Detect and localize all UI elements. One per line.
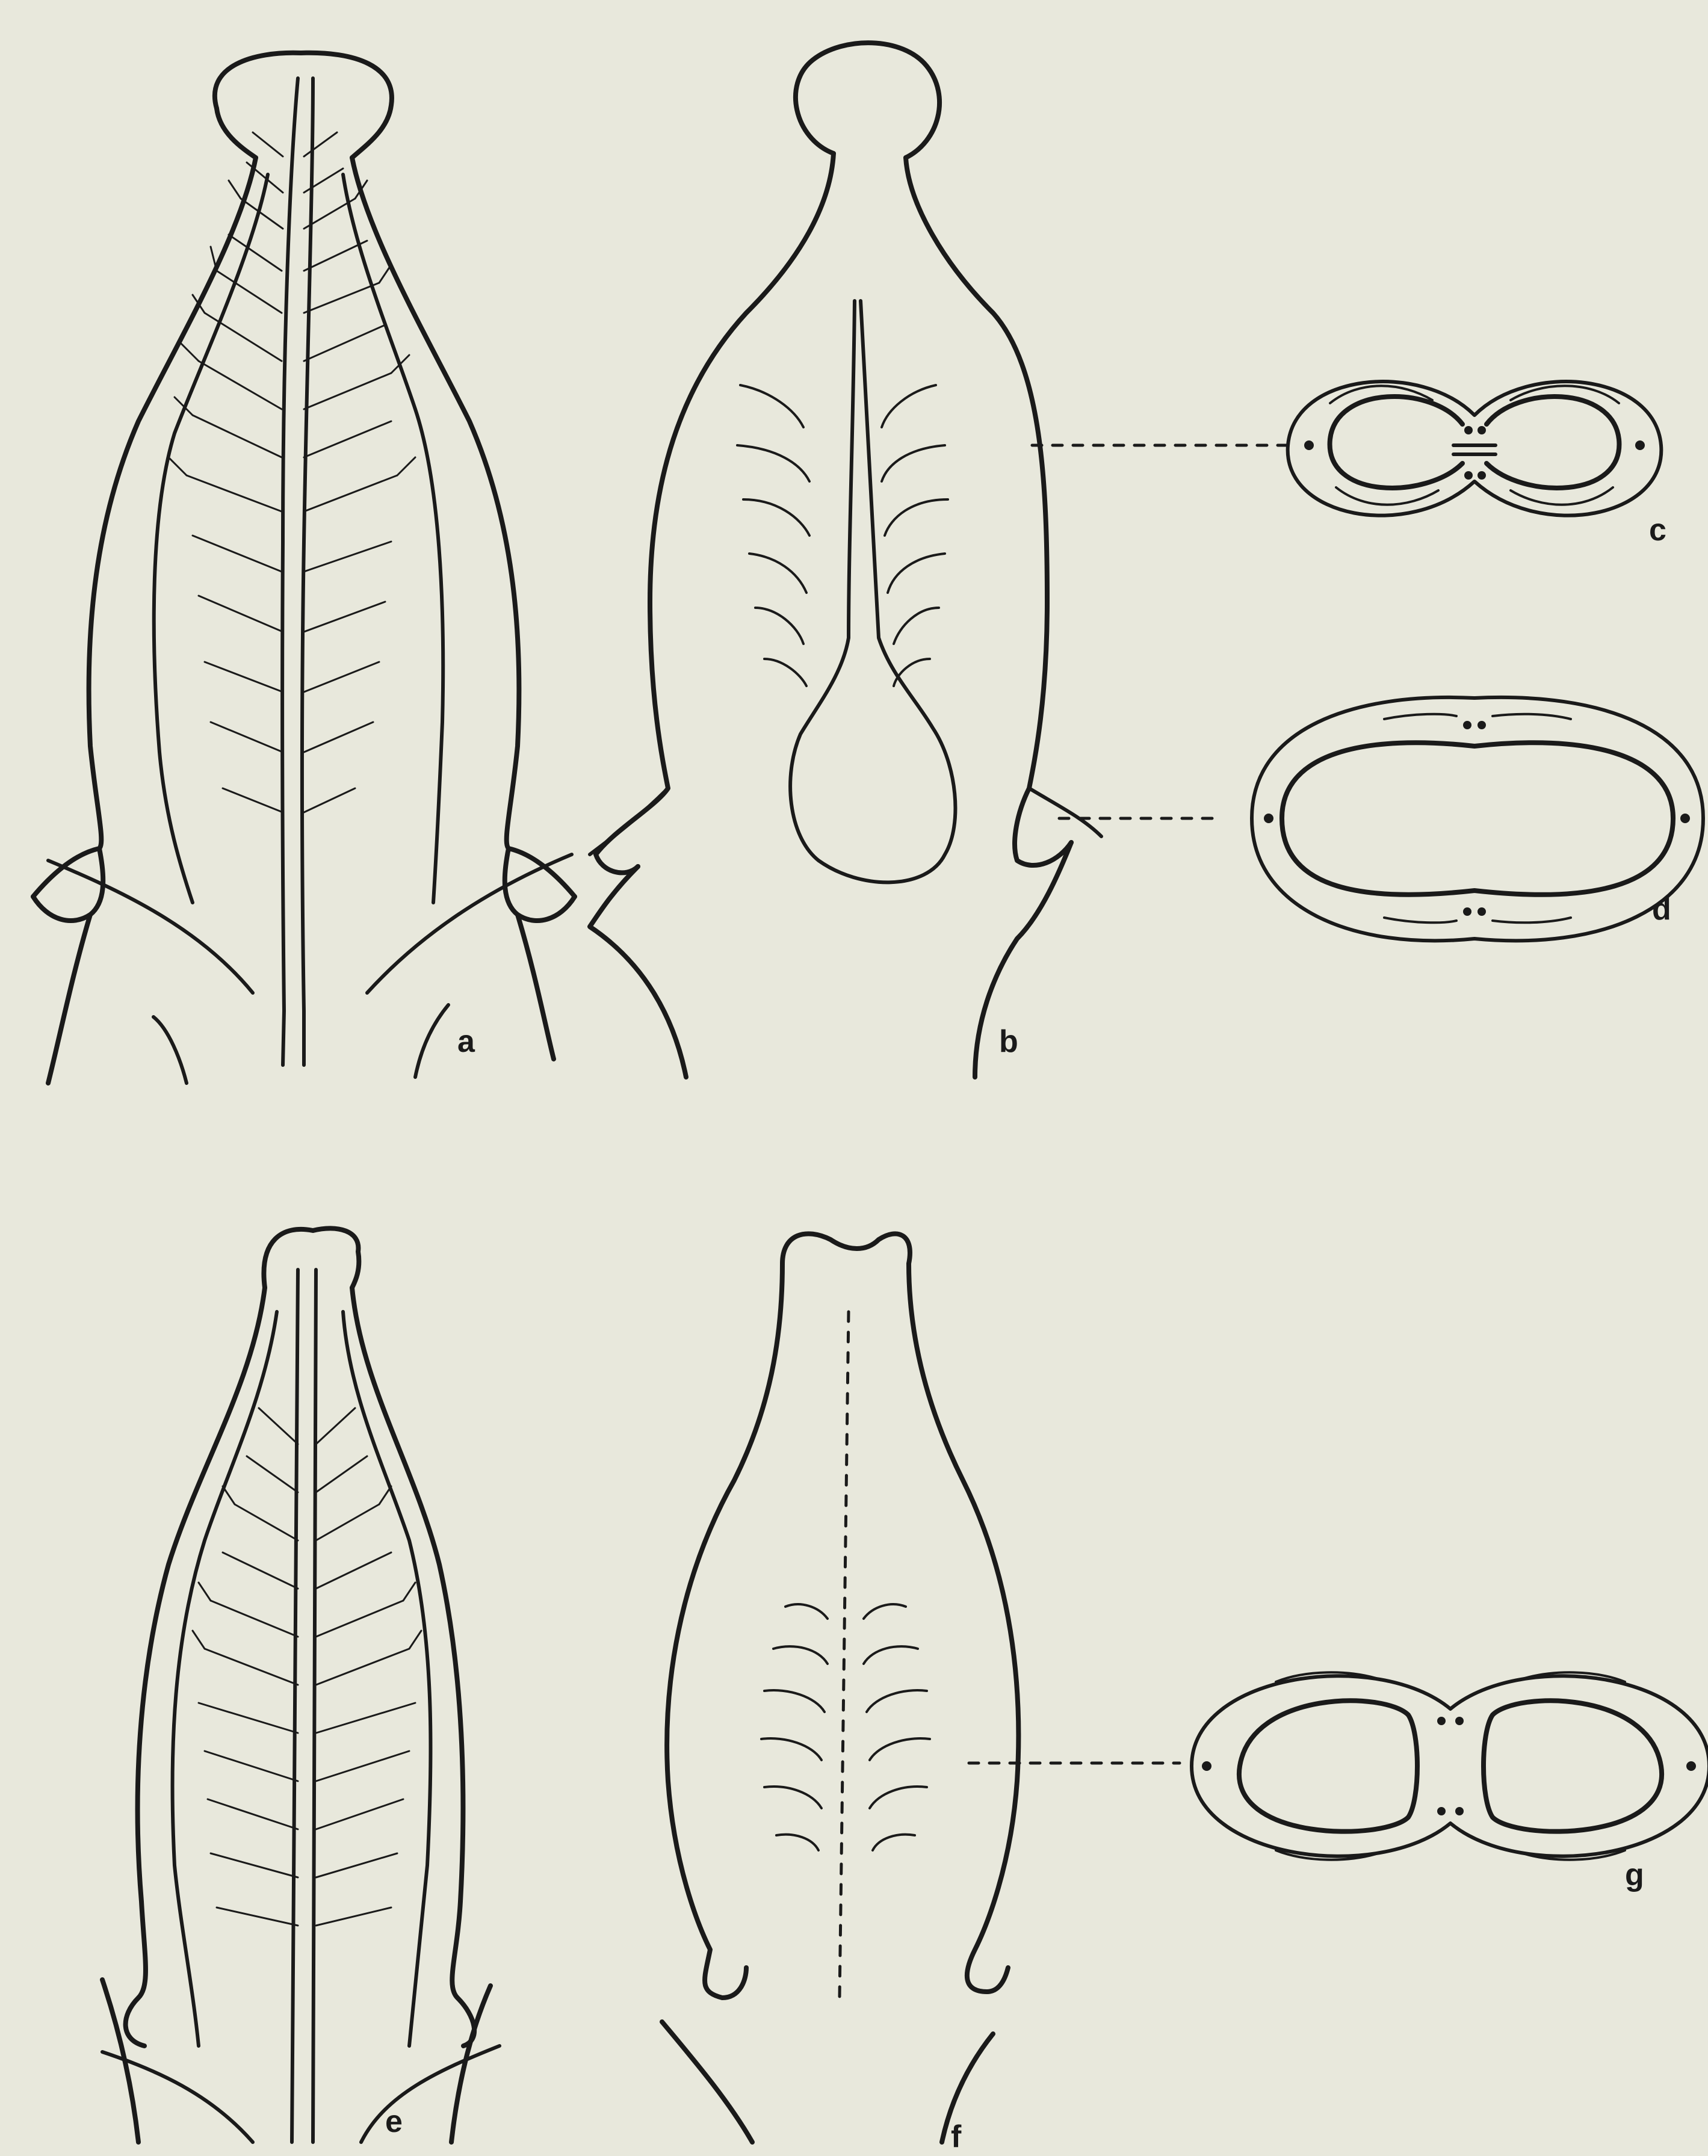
section-g-drawing (1192, 1672, 1708, 1859)
panel-label-a: a (457, 1026, 475, 1057)
section-d-drawing (1252, 697, 1703, 941)
panel-b-drawing (590, 43, 1101, 1077)
panel-label-d: d (1652, 894, 1671, 925)
panel-e-drawing (102, 1228, 500, 2142)
panel-label-b: b (999, 1026, 1018, 1057)
panel-label-e: e (385, 2106, 403, 2137)
panel-f-drawing (662, 1234, 1018, 2142)
panel-label-f: f (951, 2121, 961, 2152)
panel-label-g: g (1625, 1859, 1644, 1891)
panel-a-drawing (33, 53, 575, 1083)
section-c-drawing (1288, 381, 1662, 516)
panel-label-c: c (1649, 514, 1666, 546)
